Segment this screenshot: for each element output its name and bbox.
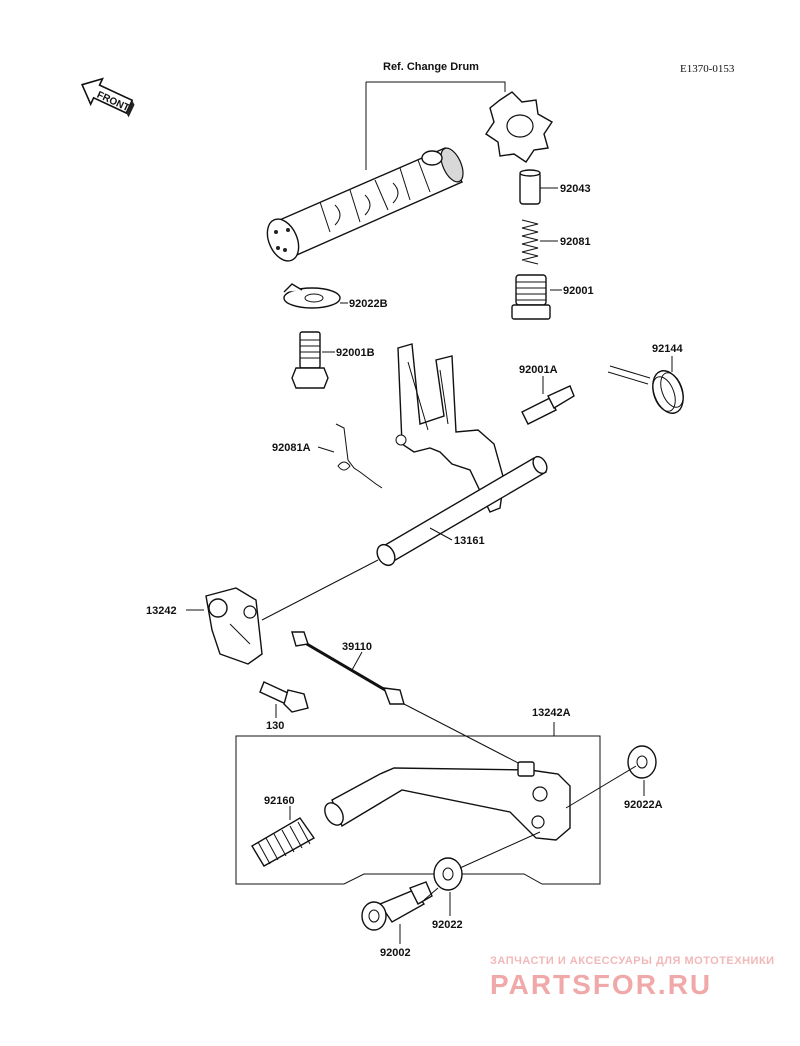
- part-13242a: 13242A: [532, 707, 571, 719]
- shift-pedal: [324, 761, 571, 841]
- part-39110: 39110: [342, 641, 372, 653]
- ref-change-drum-label: Ref. Change Drum: [383, 61, 479, 73]
- bolt-130: [259, 681, 309, 713]
- ref-bracket: [365, 81, 506, 170]
- pivot-bolt-92002: [361, 881, 433, 931]
- pedal-bracket: [235, 722, 601, 885]
- washer-92022a: [627, 745, 657, 779]
- part-13161: 13161: [454, 535, 485, 547]
- bolt-92001b: [291, 331, 329, 389]
- torsion-spring-92144: [607, 365, 684, 414]
- part-92022: 92022: [432, 919, 463, 931]
- part-92081: 92081: [560, 236, 591, 248]
- part-92001a: 92001A: [519, 364, 558, 376]
- shift-shaft-13161: [376, 343, 548, 567]
- shift-lever-13242: [205, 587, 263, 665]
- part-92002: 92002: [380, 947, 411, 959]
- spring-92081: [521, 219, 539, 265]
- part-92081a: 92081A: [272, 442, 311, 454]
- plug-92001: [511, 274, 551, 320]
- change-drum: [266, 147, 464, 262]
- washer-92022: [433, 857, 463, 891]
- part-92001: 92001: [563, 285, 594, 297]
- watermark-logo: PARTSFOR.RU: [490, 969, 712, 1000]
- part-92001b: 92001B: [336, 347, 375, 359]
- bolt-92001a: [521, 385, 575, 425]
- pin-92043: [519, 169, 541, 205]
- part-92160: 92160: [264, 795, 295, 807]
- spring-92081a: [335, 423, 383, 489]
- star-washer: [485, 91, 553, 163]
- diagram-code: E1370-0153: [680, 63, 735, 75]
- watermark-tagline: ЗАПЧАСТИ И АКСЕССУАРЫ ДЛЯ МОТОТЕХНИКИ: [490, 955, 775, 967]
- front-arrow-icon: FRONT: [80, 77, 135, 118]
- part-92022a: 92022A: [624, 799, 663, 811]
- part-130: 130: [266, 720, 284, 732]
- part-13242: 13242: [146, 605, 177, 617]
- part-92022b: 92022B: [349, 298, 388, 310]
- part-92043: 92043: [560, 183, 591, 195]
- part-92144: 92144: [652, 343, 683, 355]
- rubber-92160: [251, 817, 316, 867]
- lock-washer-92022b: [283, 283, 341, 309]
